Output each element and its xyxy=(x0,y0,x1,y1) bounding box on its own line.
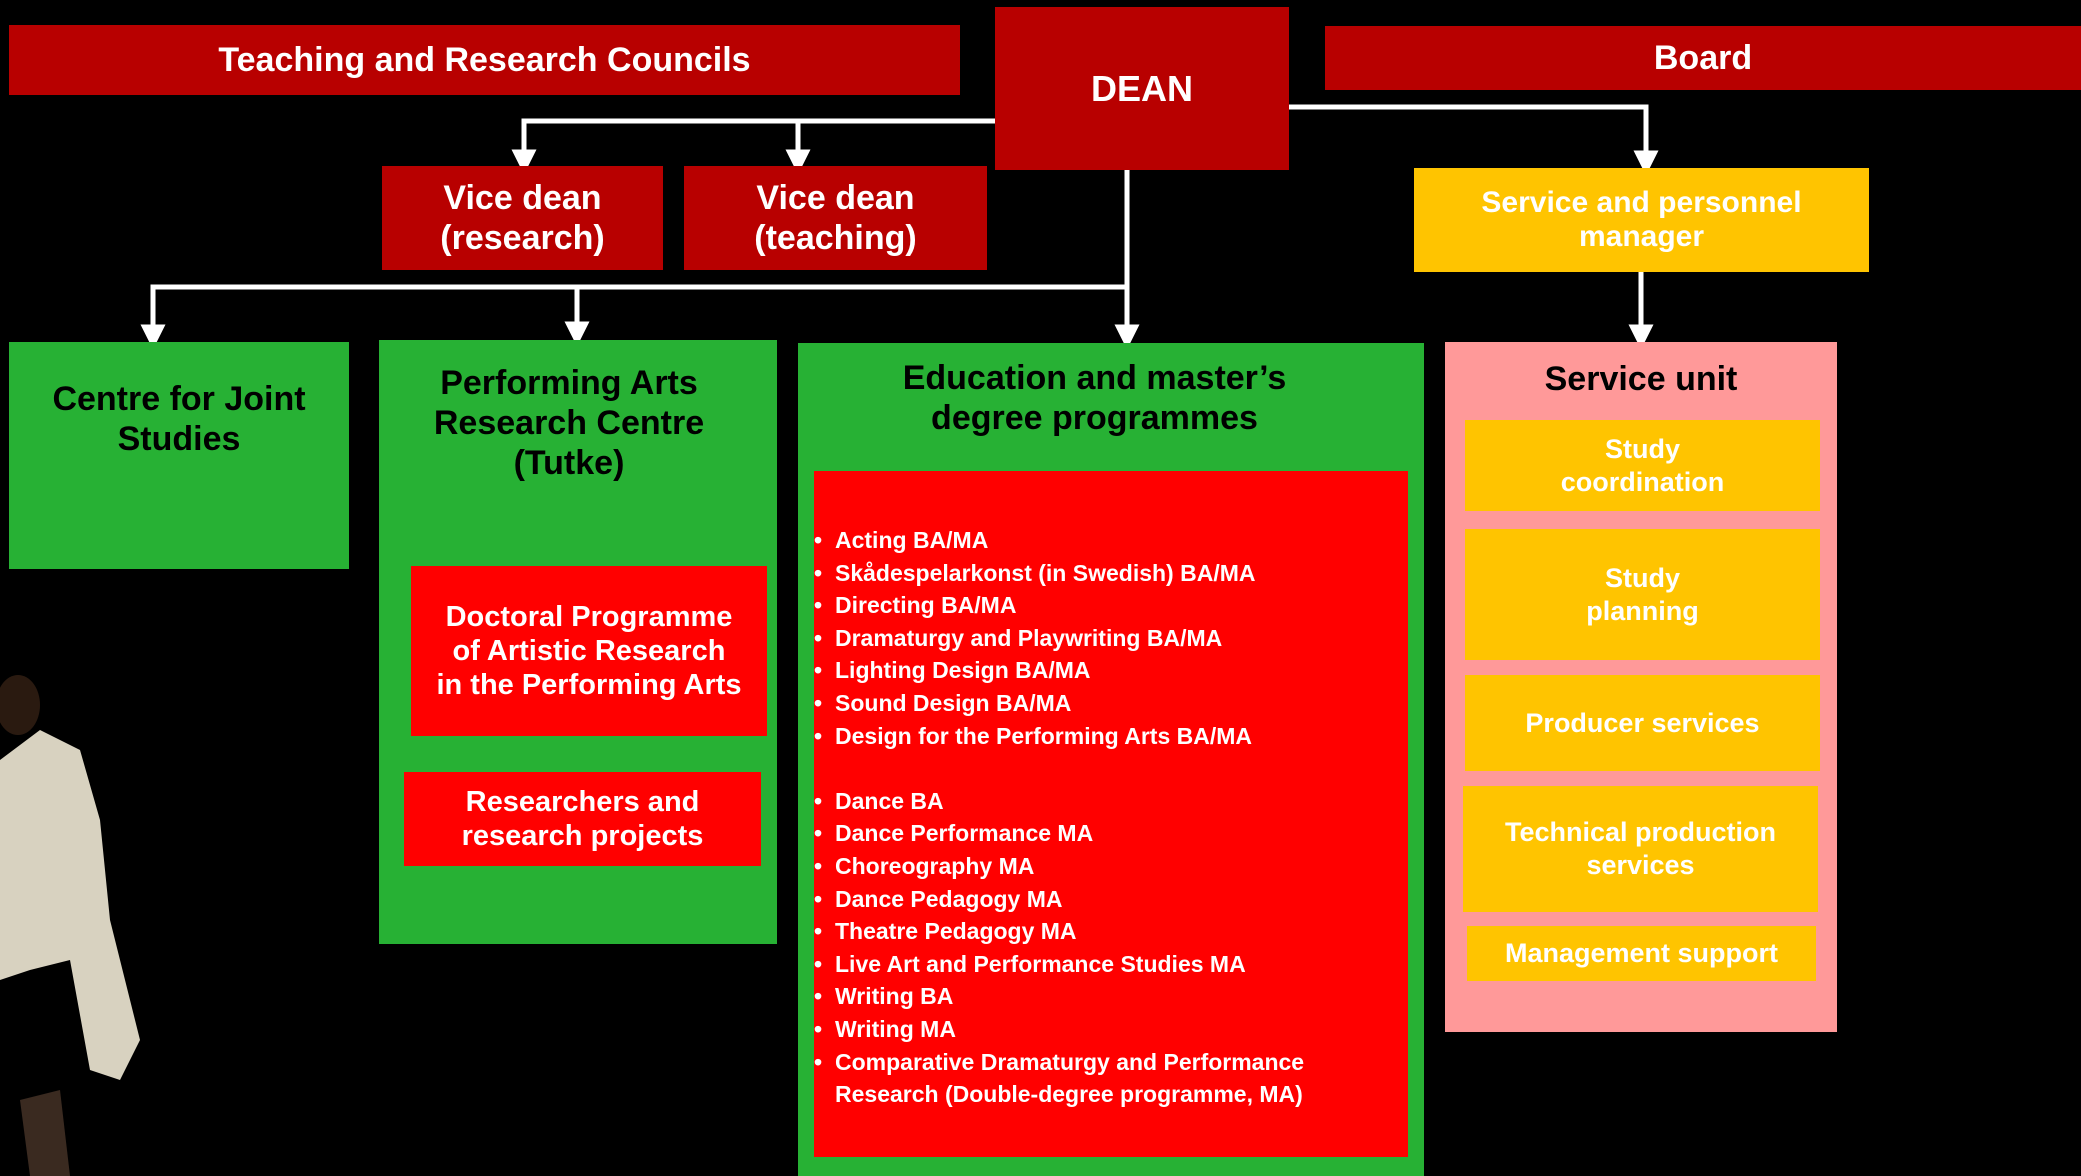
service-personnel-manager: Service and personnel manager xyxy=(1414,168,1869,272)
performer-photo xyxy=(0,675,140,1176)
programme-item: Dramaturgy and Playwriting BA/MA xyxy=(814,622,1384,655)
researchers-line2: research projects xyxy=(461,820,704,852)
programme-item: Writing BA xyxy=(814,980,1384,1013)
service-producer: Producer services xyxy=(1465,675,1820,771)
programme-item: Directing BA/MA xyxy=(814,589,1384,622)
doctoral-line3: in the Performing Arts xyxy=(436,669,742,701)
centre-joint-studies: Centre for Joint Studies xyxy=(9,342,349,569)
tutke-title: Performing Arts Research Centre (Tutke) xyxy=(379,363,759,483)
education-title: Education and master’s degree programmes xyxy=(798,358,1391,438)
list-spacer xyxy=(814,752,1384,785)
programme-item: Writing MA xyxy=(814,1013,1384,1046)
programme-item: Theatre Pedagogy MA xyxy=(814,915,1384,948)
service-study-planning: Study planning xyxy=(1465,529,1820,660)
researchers-line1: Researchers and xyxy=(465,786,700,818)
programmes-list: Acting BA/MASkådespelarkonst (in Swedish… xyxy=(814,524,1384,1111)
doctoral-line2: of Artistic Research xyxy=(452,635,726,667)
vice-dean-research-line1: Vice dean xyxy=(443,179,602,217)
study-planning-line2: planning xyxy=(1586,595,1699,626)
line-to-centre-joint xyxy=(140,284,1127,350)
doctoral-programme: Doctoral Programme of Artistic Research … xyxy=(411,566,767,736)
study-coordination-line2: coordination xyxy=(1560,466,1725,497)
service-manager-line1: Service and personnel xyxy=(1481,186,1802,219)
service-technical-production: Technical production services xyxy=(1463,786,1818,912)
teaching-research-councils: Teaching and Research Councils xyxy=(9,25,960,95)
study-coordination-line1: Study xyxy=(1604,433,1680,464)
vice-dean-research-line2: (research) xyxy=(440,219,605,257)
board-label: Board xyxy=(1653,39,1753,77)
programme-item: Sound Design BA/MA xyxy=(814,687,1384,720)
programme-item: Choreography MA xyxy=(814,850,1384,883)
vice-dean-teaching: Vice dean (teaching) xyxy=(684,166,987,270)
management-support-label: Management support xyxy=(1504,938,1779,968)
vice-dean-teaching-line2: (teaching) xyxy=(754,219,917,257)
programme-item: Acting BA/MA xyxy=(814,524,1384,557)
councils-label: Teaching and Research Councils xyxy=(218,41,751,79)
researchers-projects: Researchers and research projects xyxy=(404,772,761,866)
service-management-support: Management support xyxy=(1467,926,1816,981)
dean-box: DEAN xyxy=(995,7,1289,170)
producer-services-label: Producer services xyxy=(1525,707,1760,738)
programme-item: Lighting Design BA/MA xyxy=(814,654,1384,687)
programme-item: Comparative Dramaturgy and Performance R… xyxy=(814,1046,1384,1111)
programme-item: Dance Performance MA xyxy=(814,817,1384,850)
education-title-line2: degree programmes xyxy=(931,399,1258,437)
line-dean-to-service-manager xyxy=(1289,104,1659,176)
vice-dean-teaching-line1: Vice dean xyxy=(756,179,915,217)
technical-production-line2: services xyxy=(1586,850,1695,880)
doctoral-line1: Doctoral Programme xyxy=(445,601,733,633)
service-study-coordination: Study coordination xyxy=(1465,420,1820,511)
line-dean-to-vicedeans xyxy=(511,118,996,175)
programme-item: Dance Pedagogy MA xyxy=(814,883,1384,916)
study-planning-line1: Study xyxy=(1604,562,1680,593)
technical-production-line1: Technical production xyxy=(1504,817,1776,847)
service-unit-title: Service unit xyxy=(1544,360,1738,398)
service-manager-line2: manager xyxy=(1578,220,1705,253)
education-title-line1: Education and master’s xyxy=(902,359,1287,397)
board-box: Board xyxy=(1325,26,2081,90)
programme-item: Live Art and Performance Studies MA xyxy=(814,948,1384,981)
vice-dean-research: Vice dean (research) xyxy=(382,166,663,270)
programme-item: Dance BA xyxy=(814,785,1384,818)
programme-item: Skådespelarkonst (in Swedish) BA/MA xyxy=(814,557,1384,590)
tutke-title-line3: (Tutke) xyxy=(513,444,625,482)
centre-joint-line2: Studies xyxy=(117,420,241,458)
programme-item: Design for the Performing Arts BA/MA xyxy=(814,720,1384,753)
centre-joint-line1: Centre for Joint xyxy=(52,380,306,418)
dean-label: DEAN xyxy=(1090,68,1193,109)
tutke-title-line2: Research Centre xyxy=(433,404,705,442)
tutke-title-line1: Performing Arts xyxy=(440,364,698,402)
